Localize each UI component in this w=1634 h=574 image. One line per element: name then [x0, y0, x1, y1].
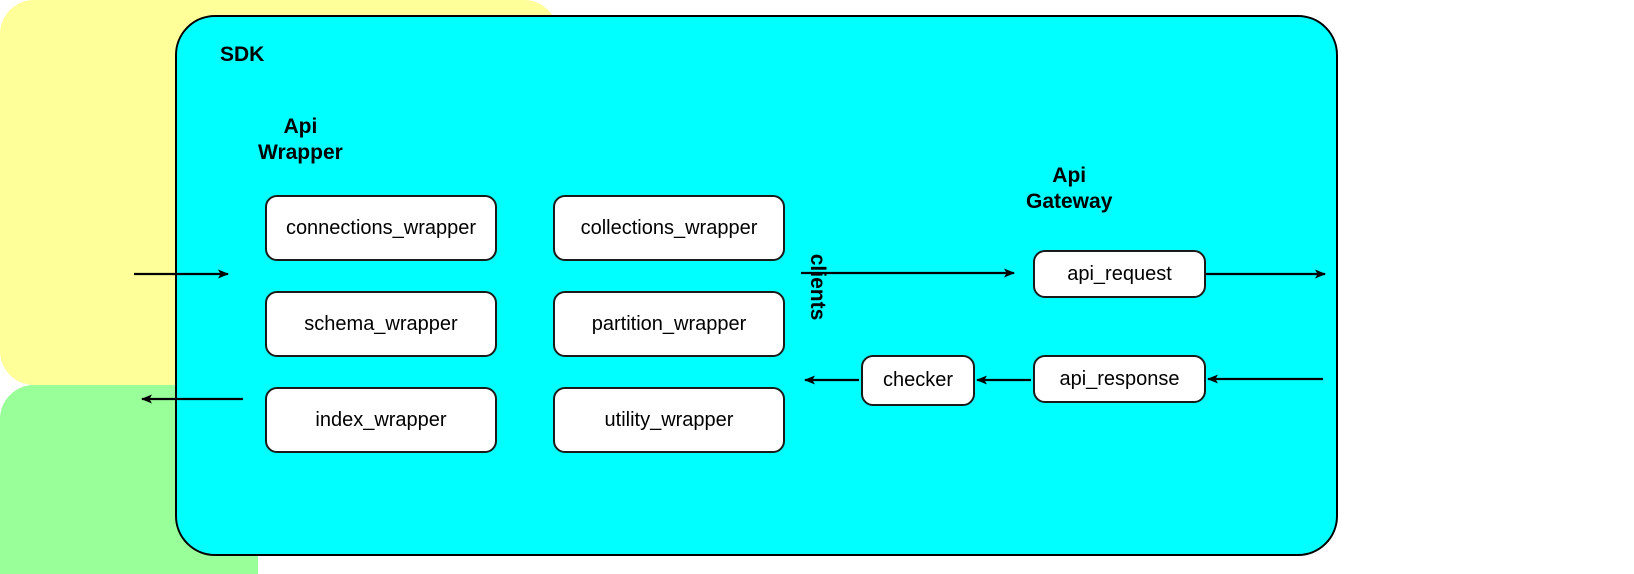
- node-index-wrapper[interactable]: index_wrapper: [265, 387, 497, 453]
- node-api-request[interactable]: api_request: [1033, 250, 1206, 298]
- node-api-response[interactable]: api_response: [1033, 355, 1206, 403]
- node-collections-wrapper[interactable]: collections_wrapper: [553, 195, 785, 261]
- node-schema-wrapper[interactable]: schema_wrapper: [265, 291, 497, 357]
- node-checker[interactable]: checker: [861, 355, 975, 406]
- clients-label: clients: [806, 253, 829, 321]
- api-wrapper-container-label: Api Wrapper: [258, 115, 343, 165]
- node-utility-wrapper[interactable]: utility_wrapper: [553, 387, 785, 453]
- node-partition-wrapper[interactable]: partition_wrapper: [553, 291, 785, 357]
- sdk-container-label: SDK: [220, 43, 265, 66]
- api-gateway-container-label: Api Gateway: [1026, 164, 1113, 214]
- node-connections-wrapper[interactable]: connections_wrapper: [265, 195, 497, 261]
